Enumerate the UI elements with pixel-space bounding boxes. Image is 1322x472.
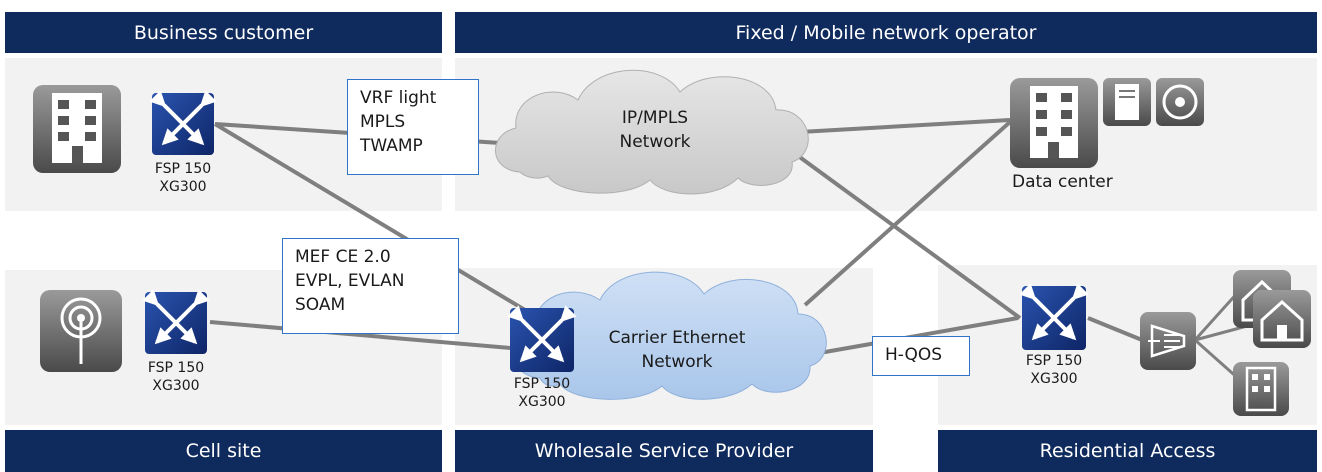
house-icon-front xyxy=(1253,290,1311,348)
cell-device-label: FSP 150 XG300 xyxy=(136,359,216,395)
header-network-operator: Fixed / Mobile network operator xyxy=(455,12,1317,53)
switch-residential-icon xyxy=(1019,283,1089,350)
vrf-callout-line2: MPLS xyxy=(360,112,406,132)
carrier-cloud-label: Carrier Ethernet Network xyxy=(582,326,772,374)
server-icon xyxy=(1103,78,1151,126)
business-building-icon xyxy=(33,85,121,173)
link-ipmpls-residential xyxy=(788,148,1022,320)
residential-device-variant: XG300 xyxy=(1030,371,1078,387)
cell-device-variant: XG300 xyxy=(152,378,200,394)
link-residential-splitter xyxy=(1087,316,1143,342)
ipmpls-cloud-label: IP/MPLS Network xyxy=(580,106,730,154)
ipmpls-label-line2: Network xyxy=(619,132,691,152)
datacenter-building-icon xyxy=(1010,78,1098,168)
mef-callout: MEF CE 2.0 EVPL, EVLAN SOAM xyxy=(282,238,459,334)
hqos-callout-label: H-QOS xyxy=(885,345,943,365)
vrf-callout-line3: TWAMP xyxy=(360,136,423,156)
link-ipmpls-datacenter xyxy=(799,118,1011,134)
datacenter-label: Data center xyxy=(1012,172,1113,192)
business-device-variant: XG300 xyxy=(159,179,207,195)
ipmpls-label-line1: IP/MPLS xyxy=(621,108,689,128)
carrier-ethernet-cloud xyxy=(513,271,827,400)
carrier-label-line1: Carrier Ethernet xyxy=(608,328,746,348)
mef-callout-line2: EVPL, EVLAN xyxy=(295,271,405,291)
optical-splitter-icon xyxy=(1140,312,1196,370)
vrf-callout-line1: VRF light xyxy=(360,88,437,108)
header-business-customer: Business customer xyxy=(5,12,442,53)
cell-tower-icon xyxy=(40,290,122,372)
residential-device-model: FSP 150 xyxy=(1025,353,1083,369)
switch-cell-icon xyxy=(142,289,210,354)
switch-business-icon xyxy=(149,90,217,155)
business-device-label: FSP 150 XG300 xyxy=(143,160,223,196)
residential-device-label: FSP 150 XG300 xyxy=(1012,352,1096,388)
apartment-building-icon xyxy=(1233,362,1289,416)
ipmpls-cloud xyxy=(495,69,809,195)
carrier-label-line2: Network xyxy=(641,352,713,372)
link-carrier-datacenter xyxy=(803,120,1012,307)
header-cell-site: Cell site xyxy=(5,430,442,472)
wholesale-device-model: FSP 150 xyxy=(513,376,571,392)
hqos-callout: H-QOS xyxy=(872,336,970,376)
storage-disc-icon xyxy=(1156,78,1204,126)
business-device-model: FSP 150 xyxy=(154,161,212,177)
mef-callout-line1: MEF CE 2.0 xyxy=(295,247,391,267)
wholesale-device-label: FSP 150 XG300 xyxy=(500,375,584,411)
vrf-callout: VRF light MPLS TWAMP xyxy=(347,79,479,175)
wholesale-device-variant: XG300 xyxy=(518,394,566,410)
link-business-carrier xyxy=(213,122,527,312)
header-residential-access: Residential Access xyxy=(938,430,1317,472)
switch-wholesale-icon xyxy=(507,305,577,372)
mef-callout-line3: SOAM xyxy=(295,295,346,315)
link-cell-carrier xyxy=(209,320,511,350)
cell-device-model: FSP 150 xyxy=(147,360,205,376)
header-wholesale-provider: Wholesale Service Provider xyxy=(455,430,873,472)
